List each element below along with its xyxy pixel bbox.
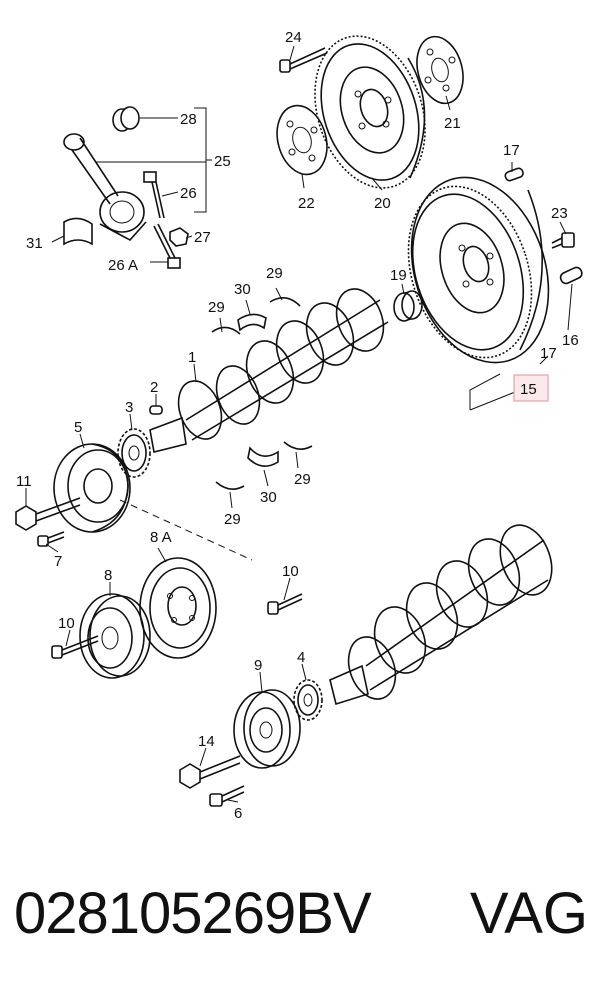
callout-1: 1	[188, 349, 196, 366]
flywheel-20	[314, 35, 426, 189]
bolt-6	[209, 785, 245, 807]
thrust-washer-29-upper-left	[211, 326, 241, 335]
sprocket-4	[293, 679, 323, 721]
nut-27	[169, 227, 189, 247]
callout-5: 5	[74, 419, 82, 436]
callout-30-b: 30	[260, 489, 277, 506]
callout-10-right: 10	[282, 563, 299, 580]
callout-14: 14	[198, 733, 215, 750]
bolt-26	[143, 171, 165, 219]
pulley-8	[79, 593, 151, 679]
key-2	[149, 405, 163, 415]
dash-link-5-8a	[119, 499, 253, 561]
callout-24: 24	[285, 29, 302, 46]
bolt-10-right	[267, 593, 303, 615]
callout-19: 19	[390, 267, 407, 284]
callout-30-a: 30	[234, 281, 251, 298]
callout-8a: 8 A	[150, 529, 172, 546]
part-number: 028105269BV	[14, 881, 372, 946]
callout-16: 16	[562, 332, 579, 349]
pulley-8a	[139, 557, 217, 659]
highlight-box-15	[513, 374, 549, 402]
bearing-shell-30-upper	[237, 313, 267, 332]
callout-23: 23	[551, 205, 568, 222]
callout-3: 3	[125, 399, 133, 416]
crankshaft-1	[149, 288, 389, 453]
bolt-26a	[153, 223, 181, 269]
callout-25: 25	[214, 153, 231, 170]
bearing-shell-30-lower	[247, 446, 279, 467]
callout-9: 9	[254, 657, 262, 674]
callout-17-top: 17	[503, 142, 520, 159]
exploded-parts-diagram: 24 21 22 20 17 23 16 17 15 19 28 25 26 2…	[15, 29, 583, 822]
thrust-washer-29-lower-right	[283, 441, 313, 450]
sprocket-3	[117, 428, 151, 478]
crankshaft-lower	[329, 524, 553, 706]
callout-28: 28	[180, 111, 197, 128]
callout-20: 20	[374, 195, 391, 212]
callout-29-a: 29	[208, 299, 225, 316]
callout-8: 8	[104, 567, 112, 584]
pulley-9	[233, 689, 301, 769]
thrust-washer-29-lower-left	[215, 481, 245, 490]
bearing-shell-31	[63, 217, 93, 246]
callout-26a: 26 A	[108, 257, 138, 274]
callout-6: 6	[234, 805, 242, 822]
callout-labels: 24 21 22 20 17 23 16 17 15 19 28 25 26 2…	[16, 29, 579, 822]
callout-31: 31	[26, 235, 43, 252]
callout-17-bottom: 17	[540, 345, 557, 362]
callout-4: 4	[297, 649, 305, 666]
callout-11: 11	[16, 473, 32, 490]
dowel-16	[559, 266, 583, 285]
bolt-23	[551, 232, 575, 249]
callout-15: 15	[520, 381, 537, 398]
footer: 028105269BV VAG	[0, 872, 600, 996]
bolt-11	[15, 497, 81, 531]
bolt-10-left	[51, 635, 99, 659]
brand-name: VAG	[469, 881, 588, 946]
needle-bearing-19	[393, 290, 423, 322]
bushing-28	[112, 106, 140, 132]
callout-7: 7	[54, 553, 62, 570]
dowel-17	[504, 167, 524, 182]
plate-21	[416, 35, 464, 105]
plate-22	[276, 104, 328, 176]
callout-29-d: 29	[294, 471, 311, 488]
bolt-24	[279, 47, 328, 73]
bolt-14	[179, 755, 241, 789]
dual-mass-flywheel-15	[407, 176, 550, 364]
connecting-rod-25	[63, 133, 147, 242]
callout-22: 22	[298, 195, 315, 212]
callout-26: 26	[180, 185, 197, 202]
callout-2: 2	[150, 379, 158, 396]
bolt-7	[37, 531, 65, 547]
thrust-washer-29-upper-right	[269, 297, 301, 307]
pulley-5	[53, 443, 131, 533]
callout-29-b: 29	[266, 265, 283, 282]
leader-lines	[25, 45, 573, 803]
callout-27: 27	[194, 229, 211, 246]
callout-29-c: 29	[224, 511, 241, 528]
callout-10-left: 10	[58, 615, 75, 632]
callout-21: 21	[444, 115, 461, 132]
